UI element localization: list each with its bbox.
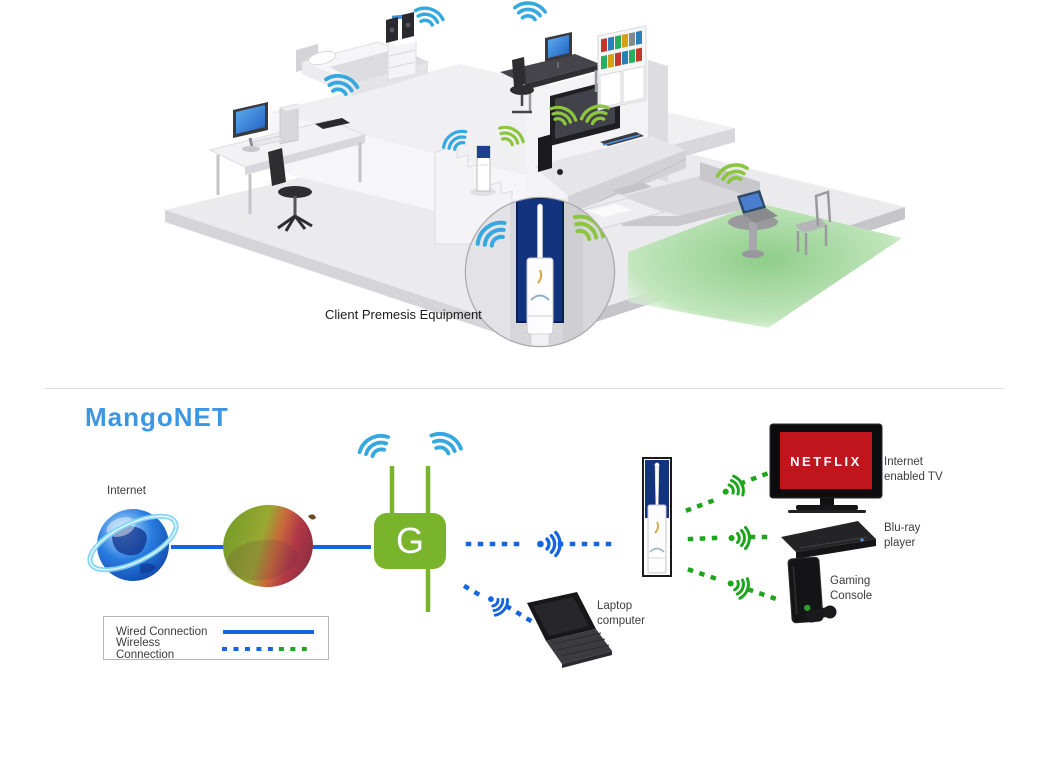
upper-desk-computer-icon	[500, 32, 600, 114]
legend-wireless-line	[222, 646, 316, 651]
internet-globe-icon	[87, 509, 179, 581]
section-divider	[45, 388, 1005, 389]
wifi-signal-icon	[727, 574, 751, 600]
wireless-line	[687, 567, 717, 581]
wifi-arc-icon	[411, 3, 447, 30]
legend-wired-line	[223, 629, 314, 634]
legend-row-wireless: Wireless Connection	[116, 637, 316, 661]
legend-wireless-label: Wireless Connection	[116, 636, 175, 661]
cpe-callout-circle	[464, 196, 616, 348]
wireless-green-connections	[685, 471, 785, 604]
bookshelf-icon	[597, 25, 647, 111]
bluray-player-icon	[781, 521, 876, 559]
media-cabinet-icon	[534, 136, 687, 214]
netflix-logo-text: NETFLIX	[790, 454, 862, 469]
game-console-icon	[538, 134, 563, 175]
stereo-shelf-icon	[386, 12, 424, 81]
laptop-icon	[527, 592, 612, 668]
mangonet-logo: MangoNET	[85, 402, 229, 432]
callout-label: Client Premesis Equipment	[325, 307, 482, 322]
bluray-device-icon	[600, 132, 644, 146]
wireless-line	[687, 535, 718, 542]
wifi-arc-icon	[511, 0, 548, 23]
gaming-console-icon	[787, 556, 837, 624]
mango-icon	[223, 504, 316, 588]
legend-box: Wired Connection Wireless Connection	[103, 616, 329, 661]
wireless-blue-connections	[462, 532, 623, 628]
wifi-signal-icon	[721, 474, 746, 501]
cpe-device-house-icon	[470, 145, 496, 196]
netflix-tv-icon: NETFLIX	[769, 423, 883, 513]
legend-wired-label: Wired Connection	[116, 625, 208, 638]
wifi-arc-icon	[354, 428, 395, 463]
wifi-signal-icon	[485, 591, 511, 617]
wifi-signal-icon	[732, 528, 750, 549]
wifi-arc-icon	[425, 427, 466, 460]
wireless-line	[462, 583, 482, 598]
gaming-console-label: Gaming Console	[830, 575, 873, 602]
game-controller-icon	[805, 605, 837, 623]
lawn	[628, 203, 902, 328]
house-illustration	[165, 0, 905, 348]
legend-row-wired: Wired Connection	[116, 623, 316, 640]
network-diagram: G	[87, 423, 883, 668]
cpe-device-icon	[642, 457, 672, 577]
internet-label: Internet	[107, 485, 146, 497]
wireless-line	[685, 498, 715, 513]
router-letter: G	[396, 520, 424, 561]
wireless-line	[747, 587, 785, 604]
bluray-player-label: Blu-ray player	[884, 522, 921, 549]
patio-table-laptop-icon	[728, 190, 778, 258]
wireless-line	[739, 471, 769, 486]
ground-desk-computer-icon	[208, 102, 367, 232]
router-icon: G	[354, 427, 466, 612]
laptop-computer-label: Laptop computer	[597, 600, 645, 627]
internet-tv-label: Internet enabled TV	[884, 456, 943, 483]
wifi-signal-icon	[540, 532, 560, 555]
patio-chair-icon	[795, 190, 832, 255]
